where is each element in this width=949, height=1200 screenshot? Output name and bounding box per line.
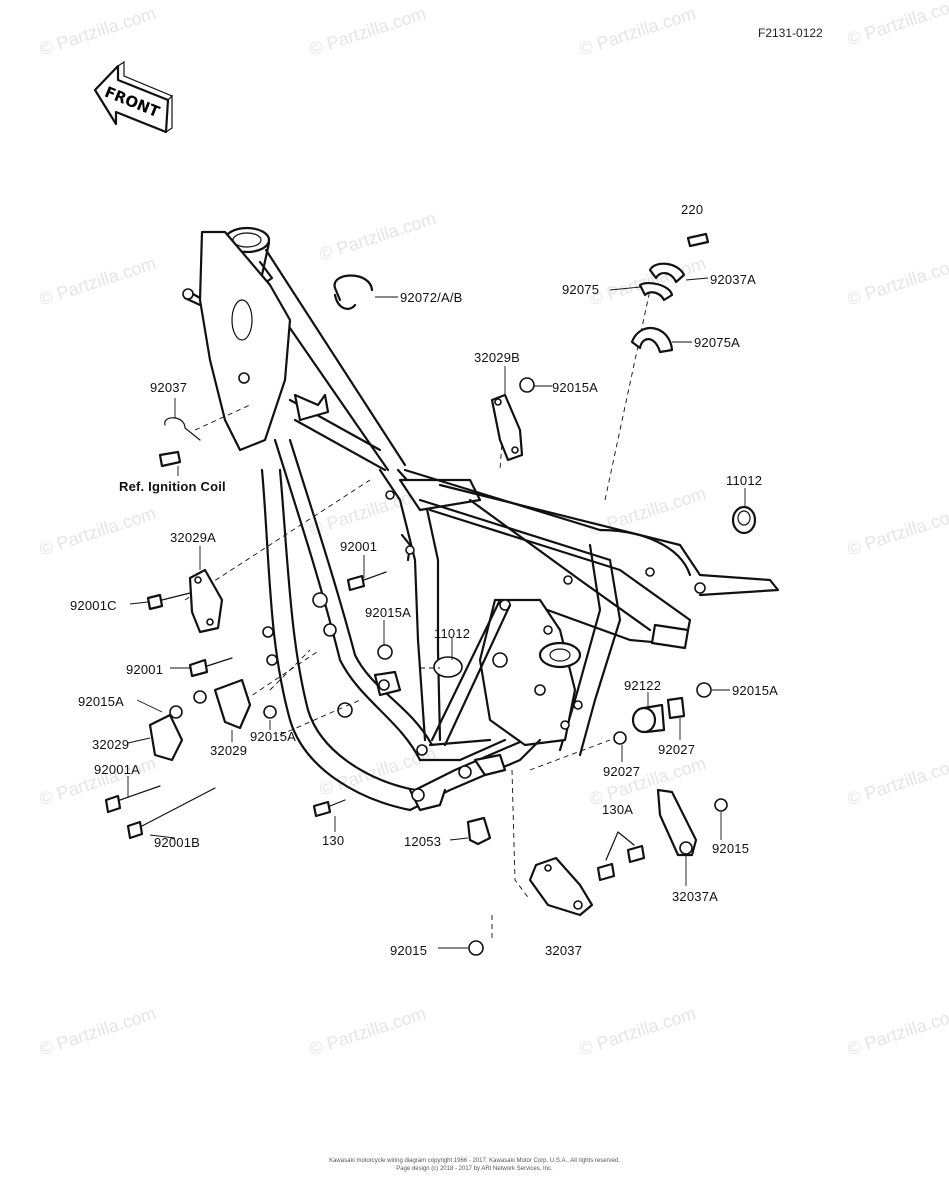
part-label-92027[interactable]: 92027 (603, 764, 641, 779)
part-label-92122[interactable]: 92122 (624, 678, 662, 693)
part-label-92015a[interactable]: 92015A (552, 380, 599, 395)
leader-lines (127, 277, 746, 949)
part-label-92075[interactable]: 92075 (562, 282, 600, 297)
part-label-11012[interactable]: 11012 (726, 473, 763, 488)
part-label-92015a[interactable]: 92015A (732, 683, 779, 698)
part-label-92001[interactable]: 92001 (340, 539, 378, 554)
part-label-92015a[interactable]: 92015A (250, 729, 297, 744)
part-label-32029[interactable]: 32029 (210, 743, 248, 758)
part-label-32037[interactable]: 32037 (545, 943, 583, 958)
part-label-32029[interactable]: 32029 (92, 737, 130, 752)
part-label-92072ab[interactable]: 92072/A/B (400, 290, 463, 305)
copyright-line: Kawasaki motorcycle wiring diagram copyr… (329, 1158, 620, 1164)
part-label-130a[interactable]: 130A (602, 802, 634, 817)
part-label-220[interactable]: 220 (681, 202, 704, 217)
part-label-92015[interactable]: 92015 (712, 841, 750, 856)
part-label-92015a[interactable]: 92015A (365, 605, 412, 620)
part-label-11012[interactable]: 11012 (434, 626, 471, 641)
part-label-130[interactable]: 130 (322, 833, 345, 848)
part-label-92027[interactable]: 92027 (658, 742, 696, 757)
page-design-line: Page design (c) 2018 - 2017 by ARI Netwo… (396, 1166, 553, 1172)
front-arrow-icon: FRONT (93, 60, 174, 134)
part-label-92015a[interactable]: 92015A (78, 694, 125, 709)
part-label-92001[interactable]: 92001 (126, 662, 164, 677)
part-label-92037a[interactable]: 92037A (710, 272, 757, 287)
part-label-92001a[interactable]: 92001A (94, 762, 141, 777)
part-label-12053[interactable]: 12053 (404, 834, 442, 849)
part-label-92015[interactable]: 92015 (390, 943, 428, 958)
part-label-32029b[interactable]: 32029B (474, 350, 521, 365)
part-label-92075a[interactable]: 92075A (694, 335, 741, 350)
part-label-32037a[interactable]: 32037A (672, 889, 719, 904)
motorcycle-frame (182, 226, 780, 940)
part-label-92001c[interactable]: 92001C (70, 598, 117, 613)
diagram-code: F2131-0122 (758, 26, 823, 40)
part-label-92001b[interactable]: 92001B (154, 835, 201, 850)
ref-ignition-coil-label[interactable]: Ref. Ignition Coil (119, 479, 226, 494)
loose-parts (104, 232, 757, 956)
part-label-32029a[interactable]: 32029A (170, 530, 217, 545)
part-label-92037[interactable]: 92037 (150, 380, 188, 395)
